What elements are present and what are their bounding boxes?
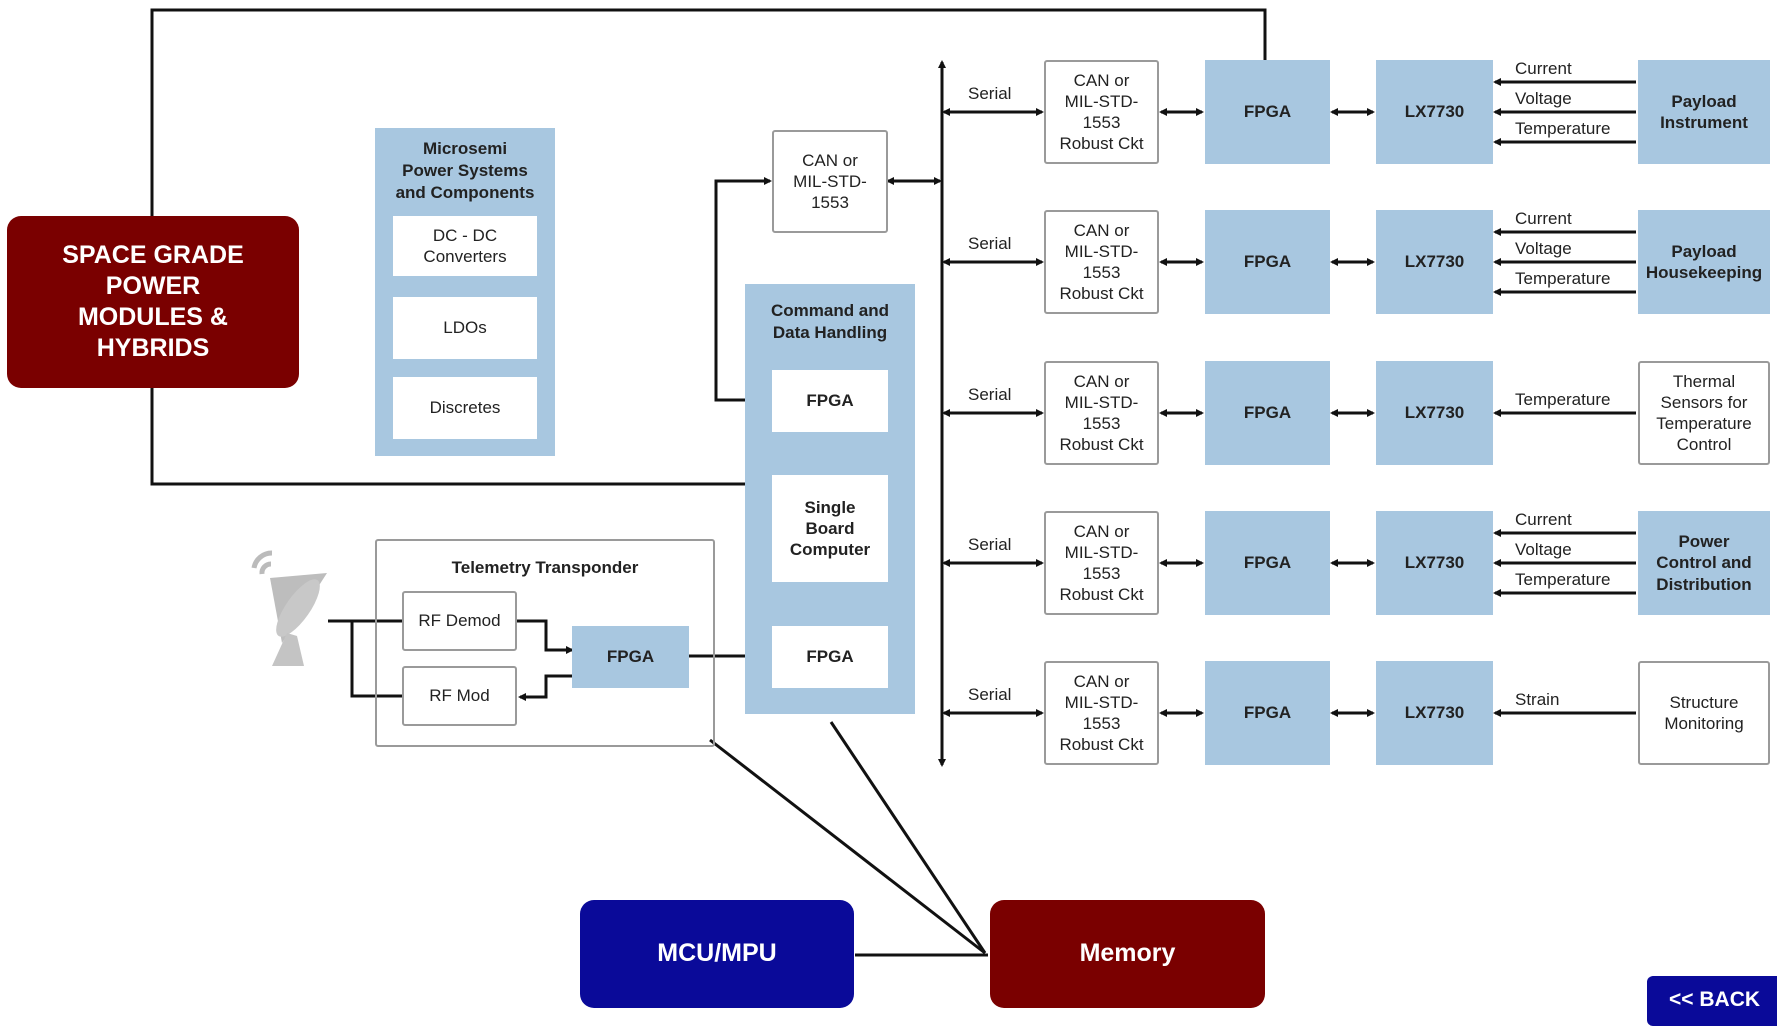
single-board-computer: Single Board Computer xyxy=(772,475,888,582)
cdh-fpga-top: FPGA xyxy=(772,370,888,432)
row-fpga: FPGA xyxy=(1205,361,1330,465)
serial-label: Serial xyxy=(968,234,1012,253)
row-fpga: FPGA xyxy=(1205,511,1330,615)
can-robust-ckt-block: CAN or MIL-STD- 1553 Robust Ckt xyxy=(1044,60,1159,164)
subsystem-target: Payload Housekeeping xyxy=(1638,210,1770,314)
rf-demod-block: RF Demod xyxy=(402,591,517,651)
subsystem-target: Power Control and Distribution xyxy=(1638,511,1770,615)
can-mil-std-1553-main: CAN or MIL-STD- 1553 xyxy=(772,130,888,233)
signal-label: Current xyxy=(1515,59,1572,78)
back-button[interactable]: << BACK xyxy=(1647,976,1777,1026)
power-section-frame xyxy=(150,8,1267,486)
serial-label: Serial xyxy=(968,84,1012,103)
row-fpga: FPGA xyxy=(1205,661,1330,765)
cdh-fpga-bottom: FPGA xyxy=(772,626,888,688)
telemetry-transponder-panel xyxy=(375,539,715,747)
subsystem-target: Payload Instrument xyxy=(1638,60,1770,164)
ldos-block: LDOs xyxy=(393,297,537,359)
can-robust-ckt-block: CAN or MIL-STD- 1553 Robust Ckt xyxy=(1044,511,1159,615)
signal-label: Current xyxy=(1515,510,1572,529)
can-robust-ckt-block: CAN or MIL-STD- 1553 Robust Ckt xyxy=(1044,661,1159,765)
serial-label: Serial xyxy=(968,535,1012,554)
signal-label: Voltage xyxy=(1515,540,1572,559)
subsystem-target: Thermal Sensors for Temperature Control xyxy=(1638,361,1770,465)
lx7730-chip: LX7730 xyxy=(1376,511,1493,615)
lx7730-chip: LX7730 xyxy=(1376,661,1493,765)
discretes-block: Discretes xyxy=(393,377,537,439)
command-data-handling-title: Command and Data Handling xyxy=(770,301,890,343)
signal-label: Voltage xyxy=(1515,89,1572,108)
lx7730-chip: LX7730 xyxy=(1376,210,1493,314)
signal-label: Strain xyxy=(1515,690,1560,709)
dc-dc-converters-block: DC - DC Converters xyxy=(393,216,537,276)
row-fpga: FPGA xyxy=(1205,210,1330,314)
serial-label: Serial xyxy=(968,385,1012,404)
signal-label: Temperature xyxy=(1515,390,1611,409)
satellite-dish-icon xyxy=(242,548,334,668)
row-fpga: FPGA xyxy=(1205,60,1330,164)
lx7730-chip: LX7730 xyxy=(1376,60,1493,164)
mcu-mpu-button[interactable]: MCU/MPU xyxy=(580,900,854,1008)
power-systems-title: Microsemi Power Systems and Components xyxy=(395,139,535,203)
telemetry-fpga: FPGA xyxy=(572,626,689,688)
lx7730-chip: LX7730 xyxy=(1376,361,1493,465)
signal-label: Temperature xyxy=(1515,269,1611,288)
can-robust-ckt-block: CAN or MIL-STD- 1553 Robust Ckt xyxy=(1044,361,1159,465)
rf-mod-block: RF Mod xyxy=(402,666,517,726)
serial-label: Serial xyxy=(968,685,1012,704)
signal-label: Temperature xyxy=(1515,570,1611,589)
signal-label: Current xyxy=(1515,209,1572,228)
signal-label: Temperature xyxy=(1515,119,1611,138)
telemetry-transponder-title: Telemetry Transponder xyxy=(451,558,639,577)
memory-button[interactable]: Memory xyxy=(990,900,1265,1008)
can-robust-ckt-block: CAN or MIL-STD- 1553 Robust Ckt xyxy=(1044,210,1159,314)
signal-label: Voltage xyxy=(1515,239,1572,258)
subsystem-target: Structure Monitoring xyxy=(1638,661,1770,765)
power-modules-button[interactable]: SPACE GRADE POWER MODULES & HYBRIDS xyxy=(7,216,299,388)
